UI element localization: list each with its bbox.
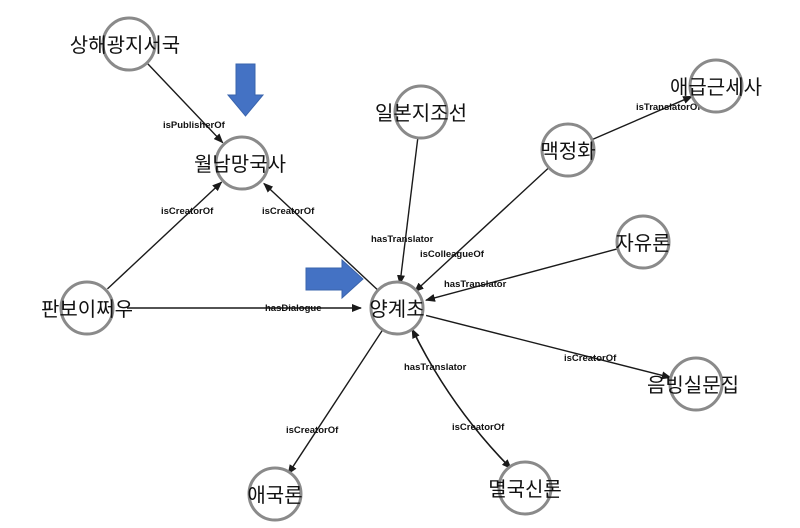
edge-line	[411, 328, 513, 471]
edge-e6: isTranslatorOf	[589, 95, 701, 142]
node-n8: 양계초	[369, 280, 425, 336]
edge-line	[425, 247, 621, 302]
pointers-layer	[226, 63, 364, 300]
node-circle	[393, 84, 449, 140]
edge-label: hasDialogue	[265, 303, 322, 314]
edge-e2: isCreatorOf	[106, 181, 223, 290]
edge-line	[589, 95, 694, 142]
node-circle	[540, 122, 596, 178]
node-circle	[688, 58, 744, 114]
edge-line	[287, 329, 384, 475]
edge-e12: isCreatorOf	[412, 330, 512, 470]
node-label: 일본지조선	[375, 101, 467, 125]
node-circle	[668, 356, 724, 412]
edge-e7: hasTranslator	[425, 247, 621, 302]
node-label: 월남망국사	[194, 152, 286, 176]
edge-label: isCreatorOf	[161, 206, 214, 217]
node-circle	[497, 460, 553, 516]
node-circle	[247, 466, 303, 522]
edge-label: hasTranslator	[371, 234, 434, 245]
edge-line	[412, 330, 512, 470]
node-label: 음빙실문집	[647, 373, 739, 397]
node-n4: 애급근세사	[670, 58, 762, 114]
node-label: 양계초	[369, 297, 424, 321]
edge-label: hasTranslator	[444, 279, 507, 290]
edge-label: isCreatorOf	[286, 425, 339, 436]
node-circle	[369, 280, 425, 336]
edge-line	[146, 62, 224, 144]
edge-line	[413, 165, 551, 293]
edge-label: isCreatorOf	[262, 206, 315, 217]
edge-line	[425, 314, 672, 380]
node-n3: 일본지조선	[375, 84, 467, 140]
node-circle	[214, 135, 270, 191]
node-label: 멸국신론	[488, 477, 562, 501]
node-n5: 맥정화	[540, 122, 596, 178]
node-n11: 멸국신론	[488, 460, 562, 516]
edge-e5: isColleagueOf	[413, 165, 551, 293]
node-label: 자유론	[615, 231, 670, 255]
edge-label: isCreatorOf	[452, 422, 505, 433]
node-n2: 월남망국사	[194, 135, 286, 191]
edge-e8: hasDialogue	[127, 303, 362, 314]
node-n6: 자유론	[615, 214, 671, 270]
node-label: 애급근세사	[670, 75, 762, 99]
edge-line	[397, 135, 419, 286]
edge-label: isCreatorOf	[564, 353, 617, 364]
edge-e3: isCreatorOf	[262, 182, 380, 293]
node-circle	[101, 16, 157, 72]
edge-e9: isCreatorOf	[425, 314, 672, 380]
node-label: 애국론	[247, 483, 302, 507]
highlight-arrow-icon	[226, 63, 265, 117]
node-circle	[59, 280, 115, 336]
edge-label: isPublisherOf	[163, 120, 226, 131]
edge-label: isColleagueOf	[420, 249, 485, 260]
edge-e4: hasTranslator	[371, 135, 434, 286]
edges-layer: isPublisherOf isCreatorOf isCreatorOf hasTr…	[106, 62, 701, 475]
node-n9: 음빙실문집	[647, 356, 739, 412]
edge-e10: isCreatorOf	[286, 329, 384, 475]
node-label: 상해광지서국	[70, 33, 180, 57]
edge-label: isTranslatorOf	[636, 102, 701, 113]
edge-e1: isPublisherOf	[146, 62, 226, 144]
edge-line	[263, 182, 380, 293]
node-label: 판보이쩌우	[41, 297, 133, 321]
edge-e11: hasTranslator	[404, 328, 513, 471]
edge-line	[106, 181, 223, 290]
highlight-arrow-icon	[305, 258, 364, 300]
node-label: 맥정화	[540, 139, 595, 163]
node-n7: 판보이쩌우	[41, 280, 133, 336]
node-n10: 애국론	[247, 466, 303, 522]
node-circle	[615, 214, 671, 270]
node-n1: 상해광지서국	[70, 16, 180, 72]
edge-label: hasTranslator	[404, 362, 467, 373]
